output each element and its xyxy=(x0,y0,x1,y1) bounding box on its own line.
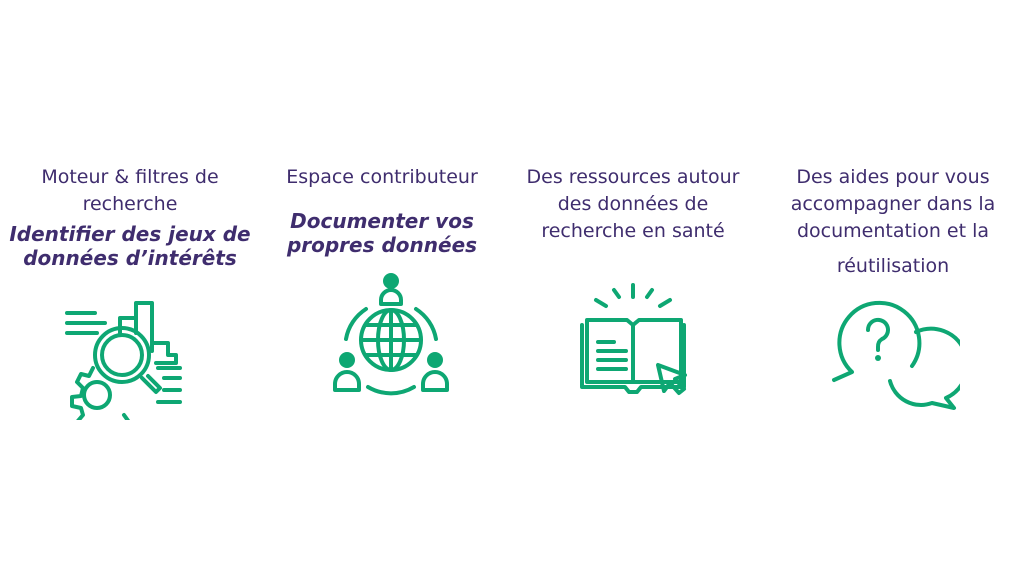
feature-title: documentation et la xyxy=(796,220,990,242)
feature-title: Moteur & filtres de xyxy=(41,166,219,188)
feature-title: accompagner dans la xyxy=(790,193,996,215)
feature-title: recherche xyxy=(82,193,178,215)
feature-resources: Des ressources autour des données de rec… xyxy=(508,164,758,245)
feature-subtitle: données d’intérêts xyxy=(23,246,237,270)
feature-title: Des aides pour vous xyxy=(796,166,990,188)
feature-title: recherche en santé xyxy=(541,220,725,242)
feature-title: réutilisation xyxy=(836,255,950,277)
feature-help: Des aides pour vous accompagner dans la … xyxy=(768,164,1018,280)
feature-title: Espace contributeur xyxy=(286,166,478,188)
feature-title: Des ressources autour xyxy=(526,166,740,188)
feature-subtitle: Documenter vos xyxy=(290,209,474,233)
feature-subtitle: propres données xyxy=(286,233,478,257)
feature-title: des données de xyxy=(557,193,709,215)
feature-contributor-space: Espace contributeur Documenter vos propr… xyxy=(257,164,507,257)
feature-subtitle: Identifier des jeux de xyxy=(9,222,251,246)
globe-people-network-icon xyxy=(333,273,449,396)
open-book-cursor-icon xyxy=(580,283,687,395)
search-gear-chart-icon xyxy=(65,301,182,420)
feature-search-engine: Moteur & filtres de recherche Identifier… xyxy=(5,164,255,270)
question-speech-bubbles-icon xyxy=(832,300,960,410)
